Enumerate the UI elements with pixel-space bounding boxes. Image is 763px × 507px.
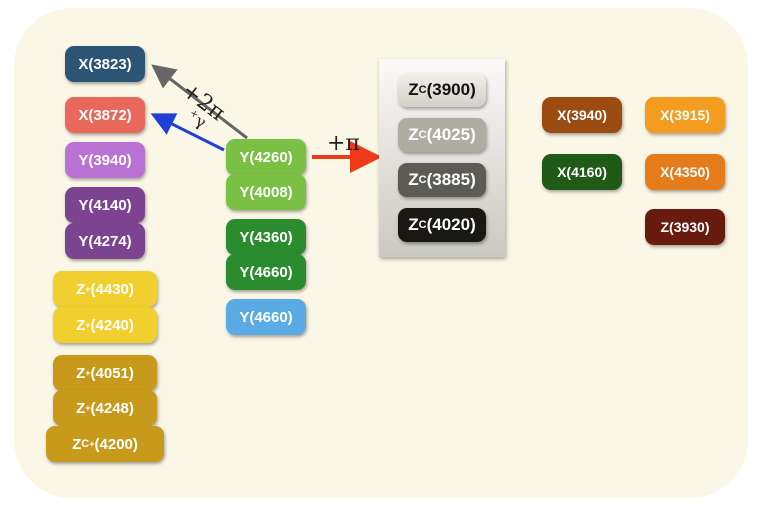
z-prefix: Z bbox=[76, 316, 86, 334]
state-x3823: X(3823) bbox=[65, 46, 145, 82]
state-y4008: Y(4008) bbox=[226, 174, 306, 210]
state-z4051: Z+(4051) bbox=[53, 355, 157, 391]
state-x3940: X(3940) bbox=[542, 97, 622, 133]
state-x4160: X(4160) bbox=[542, 154, 622, 190]
state-y4360: Y(4360) bbox=[226, 219, 306, 255]
z-prefix: Z bbox=[76, 399, 86, 417]
zc-prefix: Z bbox=[408, 125, 419, 144]
state-z4248: Z+(4248) bbox=[53, 390, 157, 426]
z-mass: (4200) bbox=[94, 435, 138, 453]
state-x4350: X(4350) bbox=[645, 154, 725, 190]
state-y4260: Y(4260) bbox=[226, 139, 306, 175]
state-y3940: Y(3940) bbox=[65, 142, 145, 178]
state-z3930: Z(3930) bbox=[645, 209, 725, 245]
state-z4240: Z+(4240) bbox=[53, 307, 157, 343]
zc-mass: (3885) bbox=[426, 170, 476, 189]
state-y4140: Y(4140) bbox=[65, 187, 145, 223]
z-mass: (4430) bbox=[90, 280, 134, 298]
arrow-two-pi bbox=[151, 64, 248, 140]
zc-prefix: Z bbox=[408, 215, 419, 234]
z-mass: (4240) bbox=[90, 316, 134, 334]
z-mass: (4051) bbox=[90, 364, 134, 382]
state-y4660-blue: Y(4660) bbox=[226, 299, 306, 335]
zc-mass: (4025) bbox=[426, 125, 476, 144]
zc-prefix: Z bbox=[408, 80, 419, 99]
z-prefix: Z bbox=[76, 364, 86, 382]
state-x3915: X(3915) bbox=[645, 97, 725, 133]
arrow-gamma bbox=[150, 113, 225, 152]
zc-mass: (3900) bbox=[426, 80, 476, 99]
zc-mass: (4020) bbox=[426, 215, 476, 234]
z-mass: (4248) bbox=[90, 399, 134, 417]
arrow-pi-label: +π bbox=[327, 131, 360, 156]
z-prefix: Z bbox=[72, 435, 82, 453]
state-y4274: Y(4274) bbox=[65, 223, 145, 259]
state-y4660: Y(4660) bbox=[226, 254, 306, 290]
z-prefix: Z bbox=[76, 280, 86, 298]
state-z4430: Z+(4430) bbox=[53, 271, 157, 307]
zc-prefix: Z bbox=[408, 170, 419, 189]
state-x3872: X(3872) bbox=[65, 97, 145, 133]
